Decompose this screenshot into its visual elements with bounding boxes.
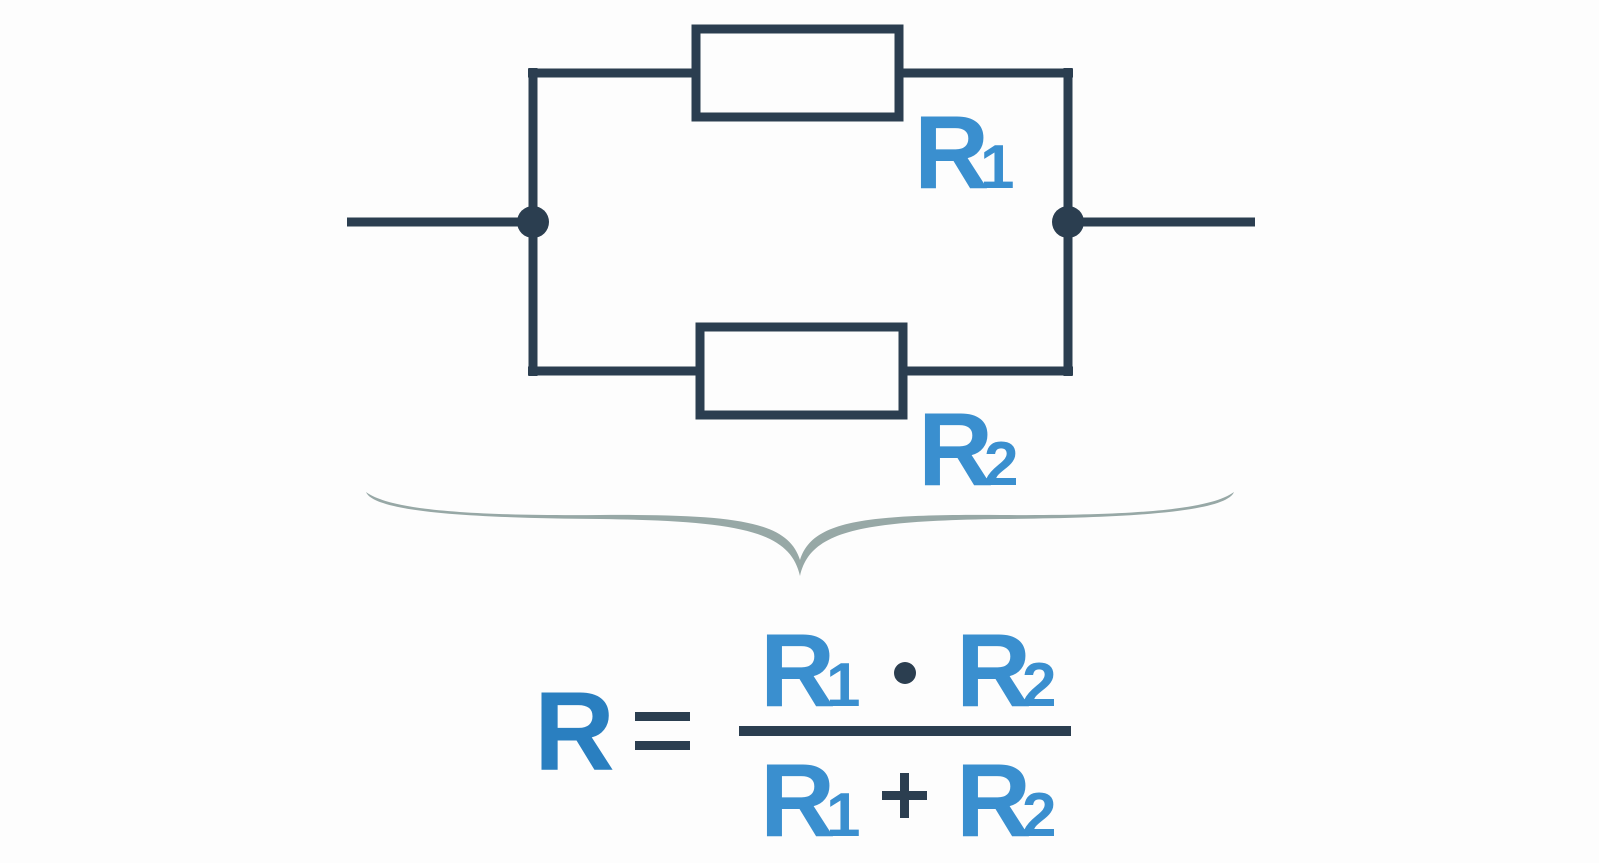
numerator-term2-index: 2 (1022, 651, 1056, 720)
curly-brace (366, 492, 1234, 576)
numerator-term1: R 1 (760, 613, 860, 729)
circuit (347, 24, 1255, 420)
resistor-r2 (695, 322, 908, 420)
denominator-plus-sign (882, 773, 927, 818)
numerator-term2: R 2 (956, 613, 1056, 729)
denominator-term1-symbol: R (760, 743, 835, 859)
plus-text: + (0, 0, 1, 1)
formula-lhs: R (534, 669, 615, 794)
numerator-multiply-dot (894, 662, 916, 684)
equals-text: = (0, 0, 1, 1)
denominator-term1-index: 1 (826, 781, 860, 850)
denominator-term2: R 2 (956, 743, 1056, 859)
resistor-r1 (691, 24, 904, 122)
denominator-term2-symbol: R (956, 743, 1031, 859)
label-r1: R 1 (914, 95, 1014, 211)
numerator-term2-symbol: R (956, 613, 1031, 729)
multiply-text: · (0, 0, 1, 1)
label-r2: R 2 (918, 392, 1018, 508)
label-r2-symbol: R (918, 392, 993, 508)
numerator-term1-index: 1 (826, 651, 860, 720)
fraction-bar (739, 726, 1071, 736)
label-r2-index: 2 (984, 430, 1018, 499)
junction-right (1052, 206, 1084, 238)
junction-left (517, 206, 549, 238)
label-r1-index: 1 (980, 133, 1014, 202)
denominator-term2-index: 2 (1022, 781, 1056, 850)
denominator-term1: R 1 (760, 743, 860, 859)
label-r1-symbol: R (914, 95, 989, 211)
equals-sign (635, 712, 690, 750)
numerator-term1-symbol: R (760, 613, 835, 729)
